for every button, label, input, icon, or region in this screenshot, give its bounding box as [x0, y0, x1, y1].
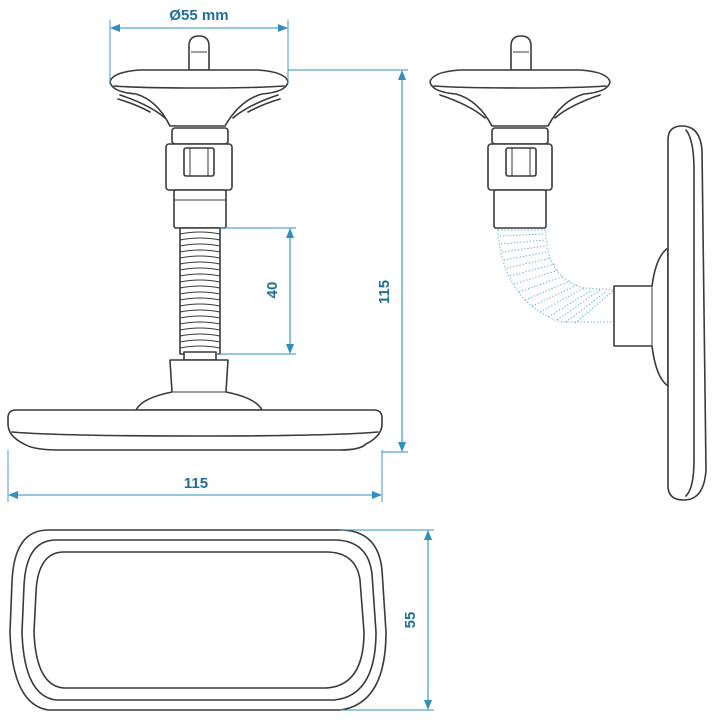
stem-length-label: 40 — [264, 282, 281, 299]
side-mirror-body — [667, 125, 707, 501]
front-view — [7, 35, 383, 451]
front-mirror-body — [7, 409, 383, 451]
front-suction-cup — [109, 69, 289, 127]
side-ball-joint — [487, 127, 553, 229]
mirror-height-label: 55 — [402, 612, 419, 629]
dimension-mirror-width: 115 — [7, 450, 383, 502]
mirror-front-view — [9, 529, 387, 711]
mirror-width-label: 115 — [184, 475, 208, 492]
front-mirror-mount — [135, 359, 263, 411]
front-suction-knob — [188, 35, 210, 71]
mirror-outer-frame — [9, 529, 387, 711]
cup-diameter-label: Ø55 mm — [169, 7, 228, 24]
side-view — [429, 35, 707, 501]
dimension-mirror-height: 55 — [340, 529, 434, 711]
dimension-cup-diameter: Ø55 mm — [109, 7, 289, 84]
mirror-glass — [33, 551, 365, 689]
side-bent-spring — [497, 229, 615, 324]
side-suction-knob — [510, 35, 532, 71]
side-mirror-mount — [613, 247, 669, 387]
front-ball-joint — [165, 127, 233, 229]
side-suction-cup — [429, 69, 611, 127]
mirror-inner-frame — [21, 539, 377, 701]
dimension-stem-length: 40 — [216, 227, 296, 355]
total-height-label: 115 — [376, 280, 393, 304]
front-spring-stem — [179, 227, 221, 361]
dimension-total-height: 115 — [288, 69, 408, 453]
